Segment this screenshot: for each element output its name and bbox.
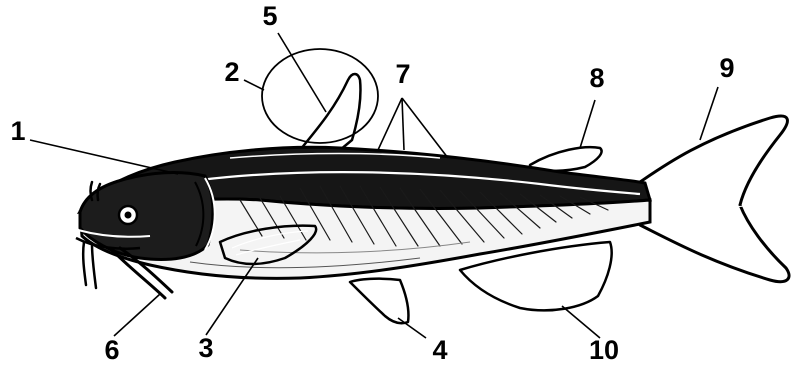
label-2: 2 — [224, 57, 239, 87]
label-3: 3 — [198, 333, 213, 363]
label-9: 9 — [719, 53, 734, 83]
fish-head — [76, 173, 215, 260]
label-7: 7 — [395, 59, 410, 89]
adipose-fin — [530, 147, 602, 171]
label-6: 6 — [104, 335, 119, 365]
pelvic-fin — [350, 279, 408, 323]
label-10: 10 — [589, 335, 619, 365]
label-8: 8 — [589, 63, 604, 93]
label-4: 4 — [432, 335, 447, 365]
label-5: 5 — [262, 1, 277, 31]
label-1: 1 — [10, 116, 25, 146]
caudal-fin — [640, 116, 789, 282]
